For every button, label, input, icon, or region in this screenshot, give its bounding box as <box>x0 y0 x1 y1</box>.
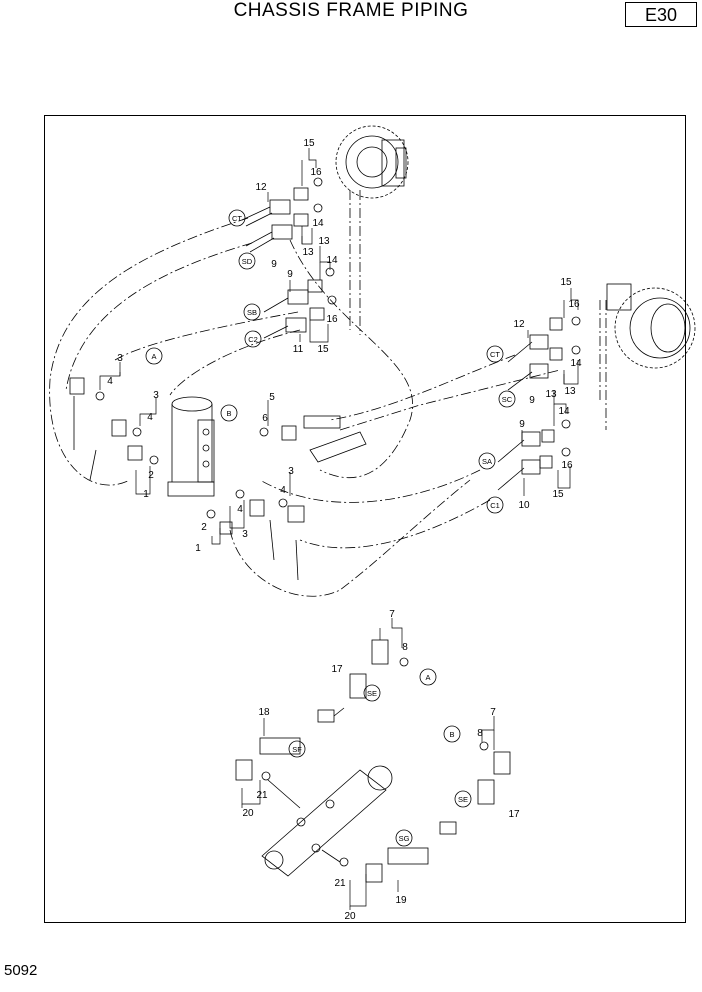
callout-20: 20 <box>344 911 356 922</box>
callout-4: 4 <box>107 376 113 387</box>
callout-10: 10 <box>518 500 530 511</box>
port-b-lower: B <box>449 730 454 739</box>
leader-lines <box>99 148 579 910</box>
callout-15: 15 <box>303 138 315 149</box>
page-number: 5092 <box>4 962 38 979</box>
callout-16: 16 <box>561 460 573 471</box>
callout-4: 4 <box>280 485 286 496</box>
callout-7: 7 <box>389 609 395 620</box>
callout-15: 15 <box>560 277 572 288</box>
callout-3: 3 <box>288 466 294 477</box>
port-sc: SC <box>502 395 513 404</box>
right-fittings <box>497 316 581 491</box>
callout-14: 14 <box>570 358 582 369</box>
right-travel-motor <box>606 283 696 369</box>
callout-14: 14 <box>312 218 324 229</box>
callout-3: 3 <box>242 529 248 540</box>
callout-8: 8 <box>402 642 408 653</box>
callout-11: 11 <box>293 344 304 355</box>
port-ct-upper: CT <box>232 214 242 223</box>
blade-cylinder <box>235 639 511 883</box>
callout-12: 12 <box>255 182 267 193</box>
callout-20: 20 <box>242 808 254 819</box>
callout-14: 14 <box>558 406 570 417</box>
port-sa: SA <box>482 457 492 466</box>
hose-routing-lines <box>49 190 607 597</box>
callout-8: 8 <box>477 728 483 739</box>
port-se-left: SE <box>367 689 377 698</box>
diagram-frame <box>44 115 686 923</box>
callout-4: 4 <box>237 504 243 515</box>
callout-16: 16 <box>310 167 322 178</box>
port-se-right: SE <box>458 795 468 804</box>
callout-3: 3 <box>117 353 123 364</box>
port-sb: SB <box>247 308 257 317</box>
callout-13: 13 <box>545 389 557 400</box>
upper-travel-motor <box>335 125 409 199</box>
port-sd: SD <box>242 257 253 266</box>
callout-15: 15 <box>552 489 564 500</box>
callout-2: 2 <box>148 470 154 481</box>
callout-12: 12 <box>513 319 525 330</box>
port-a-lower: A <box>425 673 430 682</box>
callout-13: 13 <box>564 386 576 397</box>
port-b-upper: B <box>226 409 231 418</box>
callout-6: 6 <box>262 413 268 424</box>
callout-9: 9 <box>519 419 525 430</box>
callout-1: 1 <box>195 543 201 554</box>
port-sg: SG <box>399 834 410 843</box>
callout-19: 19 <box>395 895 407 906</box>
callout-18: 18 <box>258 707 270 718</box>
callout-2: 2 <box>201 522 207 533</box>
callout-16: 16 <box>326 314 338 325</box>
callout-9: 9 <box>287 269 293 280</box>
port-bubbles <box>145 209 516 847</box>
callout-17: 17 <box>508 809 520 820</box>
section-code-badge: E30 <box>625 2 697 27</box>
callout-4: 4 <box>147 412 153 423</box>
callout-21: 21 <box>334 878 346 889</box>
callout-1: 1 <box>143 489 149 500</box>
callout-14: 14 <box>326 255 338 266</box>
callout-21: 21 <box>256 790 268 801</box>
callout-16: 16 <box>568 299 580 310</box>
port-sf: SF <box>292 745 302 754</box>
callout-13: 13 <box>302 247 314 258</box>
page-title: CHASSIS FRAME PIPING <box>233 0 469 21</box>
port-ct-right: CT <box>490 350 500 359</box>
port-c2: C2 <box>248 335 258 344</box>
port-c1: C1 <box>490 501 500 510</box>
callout-9: 9 <box>529 395 535 406</box>
callout-3: 3 <box>153 390 159 401</box>
callout-15: 15 <box>317 344 329 355</box>
callout-17: 17 <box>331 664 343 675</box>
callout-9: 9 <box>271 259 277 270</box>
callout-7: 7 <box>490 707 496 718</box>
port-a-upper: A <box>151 352 156 361</box>
callout-13: 13 <box>318 236 330 247</box>
callout-5: 5 <box>269 392 275 403</box>
